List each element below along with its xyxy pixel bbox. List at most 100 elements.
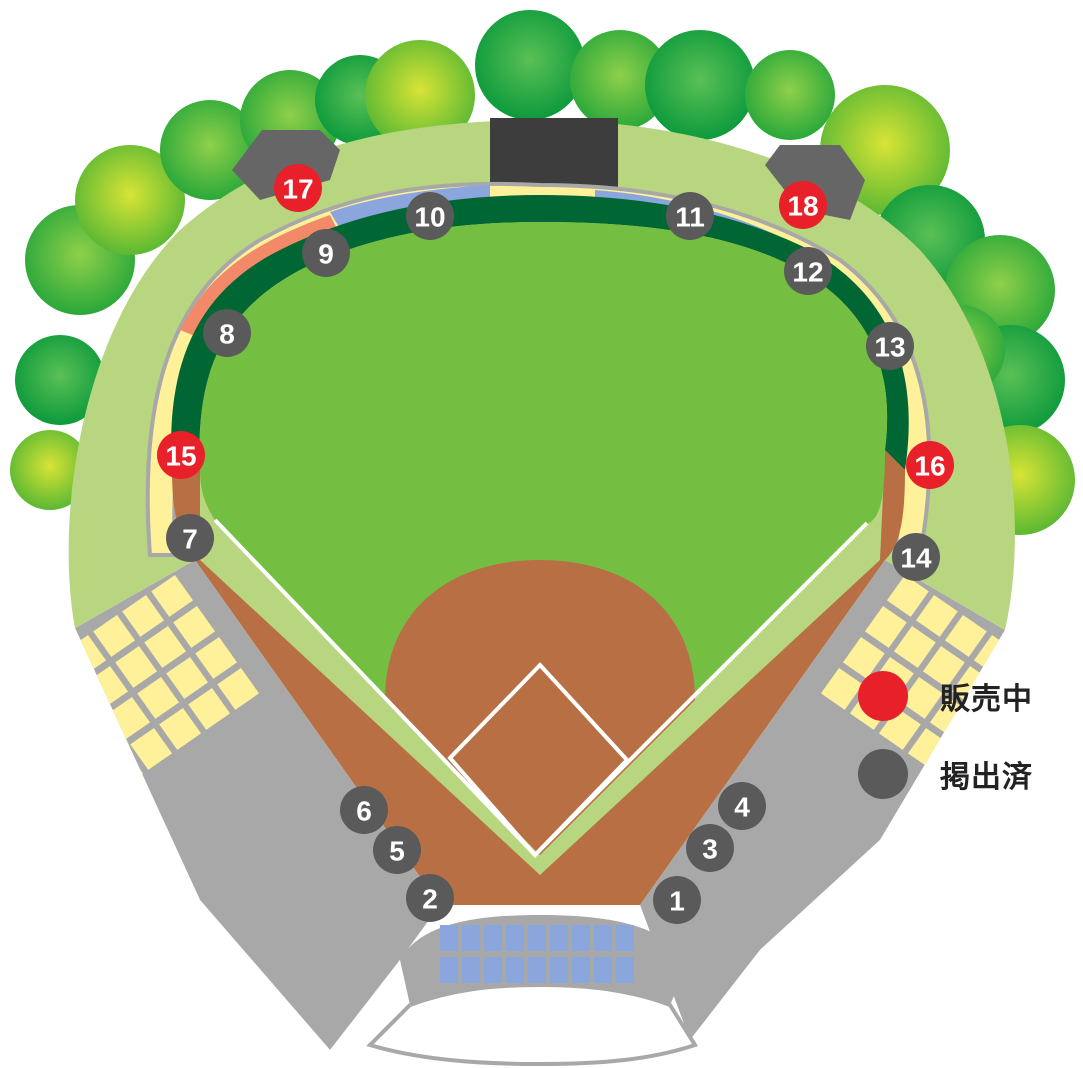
seat-block xyxy=(878,708,921,750)
billboard-spot-7[interactable]: 7 xyxy=(166,514,214,562)
seat-block xyxy=(0,777,34,819)
spot-marker[interactable] xyxy=(373,826,421,874)
seat-block xyxy=(1068,746,1083,788)
seat-block xyxy=(893,626,936,668)
billboard-spot-14[interactable]: 14 xyxy=(892,533,940,581)
seat-block xyxy=(217,668,260,710)
spot-marker[interactable] xyxy=(779,181,827,229)
seat-block xyxy=(21,757,63,799)
spot-number: 16 xyxy=(914,451,945,482)
spot-number: 3 xyxy=(702,834,718,865)
seat-block xyxy=(1032,675,1074,717)
spot-number: 2 xyxy=(422,884,438,915)
spot-marker[interactable] xyxy=(166,514,214,562)
billboard-spot-3[interactable]: 3 xyxy=(686,824,734,872)
spot-marker[interactable] xyxy=(406,192,454,240)
spot-marker[interactable] xyxy=(157,431,205,479)
spot-marker[interactable] xyxy=(718,782,766,830)
spot-marker[interactable] xyxy=(274,164,322,212)
seat-block xyxy=(462,957,480,983)
seat-block xyxy=(1046,777,1083,819)
seat-block xyxy=(572,925,590,951)
billboard-spot-5[interactable]: 5 xyxy=(373,826,421,874)
spot-marker[interactable] xyxy=(203,309,251,357)
seat-block xyxy=(0,695,19,737)
billboard-spot-1[interactable]: 1 xyxy=(653,876,701,924)
seat-block xyxy=(594,925,612,951)
seat-block xyxy=(130,728,173,770)
seat-block xyxy=(1039,726,1081,768)
on-sale-dot xyxy=(858,671,908,721)
seat-block xyxy=(915,595,958,637)
spot-marker[interactable] xyxy=(302,229,350,277)
seat-block xyxy=(188,688,231,730)
spot-number: 10 xyxy=(414,202,445,233)
spot-marker[interactable] xyxy=(906,441,954,489)
billboard-spot-13[interactable]: 13 xyxy=(866,322,914,370)
posted-dot xyxy=(858,749,908,799)
spot-marker[interactable] xyxy=(784,247,832,295)
seat-block xyxy=(75,686,100,728)
billboard-spot-16[interactable]: 16 xyxy=(906,441,954,489)
seat-block xyxy=(900,677,943,719)
seat-block xyxy=(75,768,115,810)
billboard-spot-8[interactable]: 8 xyxy=(203,309,251,357)
seat-block xyxy=(484,925,502,951)
seat-block xyxy=(159,708,202,750)
seat-block xyxy=(144,626,187,668)
spot-marker[interactable] xyxy=(340,786,388,834)
spot-number: 9 xyxy=(318,239,334,270)
spot-number: 11 xyxy=(675,202,705,233)
foul-lines xyxy=(213,518,869,858)
billboard-spot-15[interactable]: 15 xyxy=(157,431,205,479)
seat-block xyxy=(506,957,524,983)
spot-number: 8 xyxy=(219,319,235,350)
seat-block xyxy=(115,646,158,688)
seat-block xyxy=(944,615,987,657)
seat-block xyxy=(28,706,70,748)
billboard-spot-9[interactable]: 9 xyxy=(302,229,350,277)
billboard-spot-2[interactable]: 2 xyxy=(406,874,454,922)
left-stands xyxy=(75,560,440,1050)
seat-block xyxy=(907,728,950,770)
seat-block xyxy=(550,957,568,983)
billboard-spot-11[interactable]: 11 xyxy=(666,192,714,240)
spot-marker[interactable] xyxy=(892,533,940,581)
seat-block xyxy=(14,808,56,850)
seat-block xyxy=(0,828,27,870)
billboard-spot-6[interactable]: 6 xyxy=(340,786,388,834)
billboard-spot-10[interactable]: 10 xyxy=(406,192,454,240)
billboard-spot-18[interactable]: 18 xyxy=(779,181,827,229)
seat-block xyxy=(93,615,136,657)
seat-block xyxy=(0,726,41,768)
legend-on-sale: 販売中 xyxy=(858,670,1033,722)
spot-marker[interactable] xyxy=(686,824,734,872)
outfield-grass xyxy=(199,222,888,855)
seat-block xyxy=(616,957,634,983)
seat-block xyxy=(506,925,524,951)
seat-block xyxy=(151,575,194,617)
billboard-spot-17[interactable]: 17 xyxy=(274,164,322,212)
spot-marker[interactable] xyxy=(866,322,914,370)
legend-posted: 掲出済 xyxy=(858,748,1033,800)
spot-number: 18 xyxy=(787,191,818,222)
entrance-plaza xyxy=(366,982,699,1067)
spot-marker[interactable] xyxy=(406,874,454,922)
right-stands xyxy=(640,560,1005,1040)
billboard-spot-4[interactable]: 4 xyxy=(718,782,766,830)
backstop-seats xyxy=(440,925,634,983)
spot-number: 1 xyxy=(669,886,685,917)
seat-block xyxy=(75,788,86,830)
building-right xyxy=(765,145,865,220)
seat-block xyxy=(440,925,458,951)
seat-block xyxy=(594,957,612,983)
billboard-spot-12[interactable]: 12 xyxy=(784,247,832,295)
infield-dirt xyxy=(385,560,695,855)
spot-marker[interactable] xyxy=(653,876,701,924)
seat-block xyxy=(79,717,122,759)
spot-marker[interactable] xyxy=(666,192,714,240)
seat-block xyxy=(864,606,907,648)
spot-number: 12 xyxy=(792,257,823,288)
